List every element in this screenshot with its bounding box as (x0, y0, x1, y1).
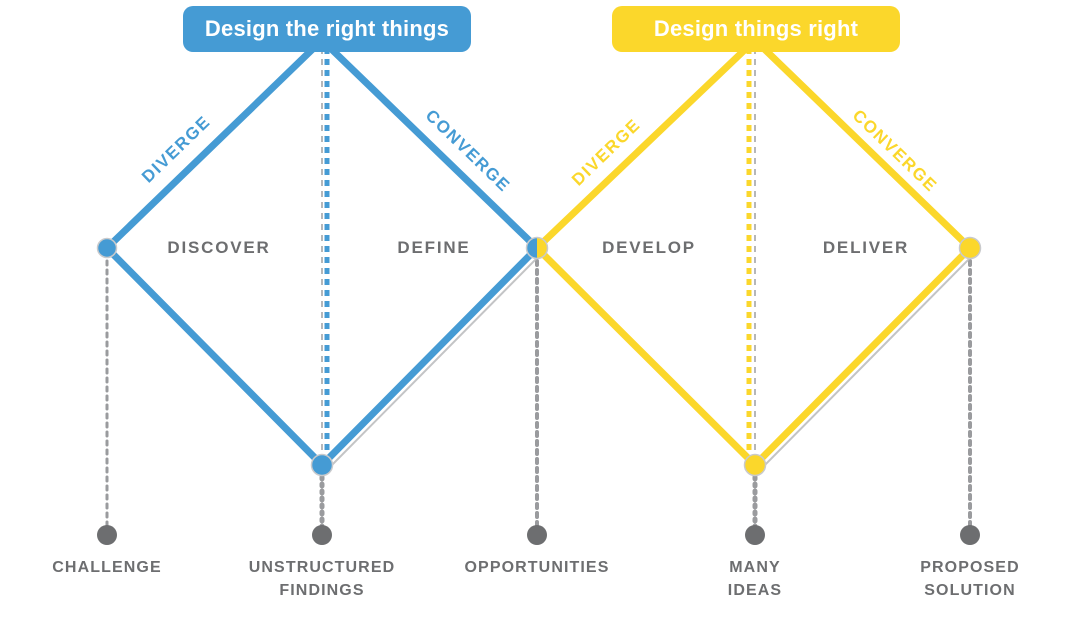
milestone-label-many-ideas: MANY IDEAS (640, 556, 870, 602)
milestone-dot-solution (960, 525, 980, 545)
vertex-yellow-bottom (743, 453, 767, 477)
milestone-label-unstructured-findings: UNSTRUCTURED FINDINGS (207, 556, 437, 602)
phase-text: DISCOVER (167, 238, 271, 257)
blue-edge-bottom-left (103, 244, 326, 469)
phase-label-develop: DEVELOP (602, 238, 696, 258)
header-pill-design-the-right-things[interactable]: Design the right things (183, 6, 471, 52)
blue-edge-bottom-right (318, 244, 541, 469)
phase-label-discover: DISCOVER (167, 238, 270, 258)
milestone-line-1: UNSTRUCTURED (248, 559, 396, 576)
yellow-edge-top-right (751, 36, 974, 252)
milestone-line-1: OPPORTUNITIES (464, 559, 610, 576)
milestone-label-challenge: CHALLENGE (0, 556, 222, 579)
milestone-dot-findings (312, 525, 332, 545)
milestone-line-1: MANY (729, 559, 781, 576)
milestone-line-2: IDEAS (727, 582, 783, 600)
phase-text: DELIVER (822, 238, 910, 257)
vertex-blue-left (96, 237, 118, 259)
header-pill-label: Design things right (653, 16, 859, 41)
yellow-edge-bottom-left (533, 244, 759, 469)
diamond-blue (103, 36, 541, 469)
phase-label-define: DEFINE (397, 238, 470, 258)
header-pill-label: Design the right things (204, 16, 450, 41)
milestone-dot-ideas (745, 525, 765, 545)
diamond-shadow-strokes (111, 252, 976, 471)
milestone-label-proposed-solution: PROPOSED SOLUTION (855, 556, 1080, 602)
phase-text: DEVELOP (602, 238, 696, 257)
milestone-line-2: FINDINGS (279, 582, 365, 600)
milestone-label-opportunities: OPPORTUNITIES (422, 556, 652, 579)
blue-edge-top-left (103, 36, 326, 252)
header-pill-design-things-right[interactable]: Design things right (612, 6, 900, 52)
milestone-line-1: PROPOSED (920, 559, 1020, 576)
vertex-blue-bottom (310, 453, 334, 477)
milestone-line-1: CHALLENGE (52, 559, 162, 576)
vertex-center-split (525, 236, 549, 260)
phase-label-deliver: DELIVER (823, 238, 909, 258)
blue-edge-top-right (318, 36, 541, 252)
yellow-edge-top-left (533, 36, 759, 252)
diamond-yellow (533, 36, 974, 469)
yellow-edge-bottom-right (751, 244, 974, 469)
milestone-dot-challenge (97, 525, 117, 545)
milestone-line-2: SOLUTION (924, 582, 1016, 600)
vertex-yellow-right (958, 236, 982, 260)
milestone-dot-opportunities (527, 525, 547, 545)
phase-text: DEFINE (397, 238, 471, 257)
